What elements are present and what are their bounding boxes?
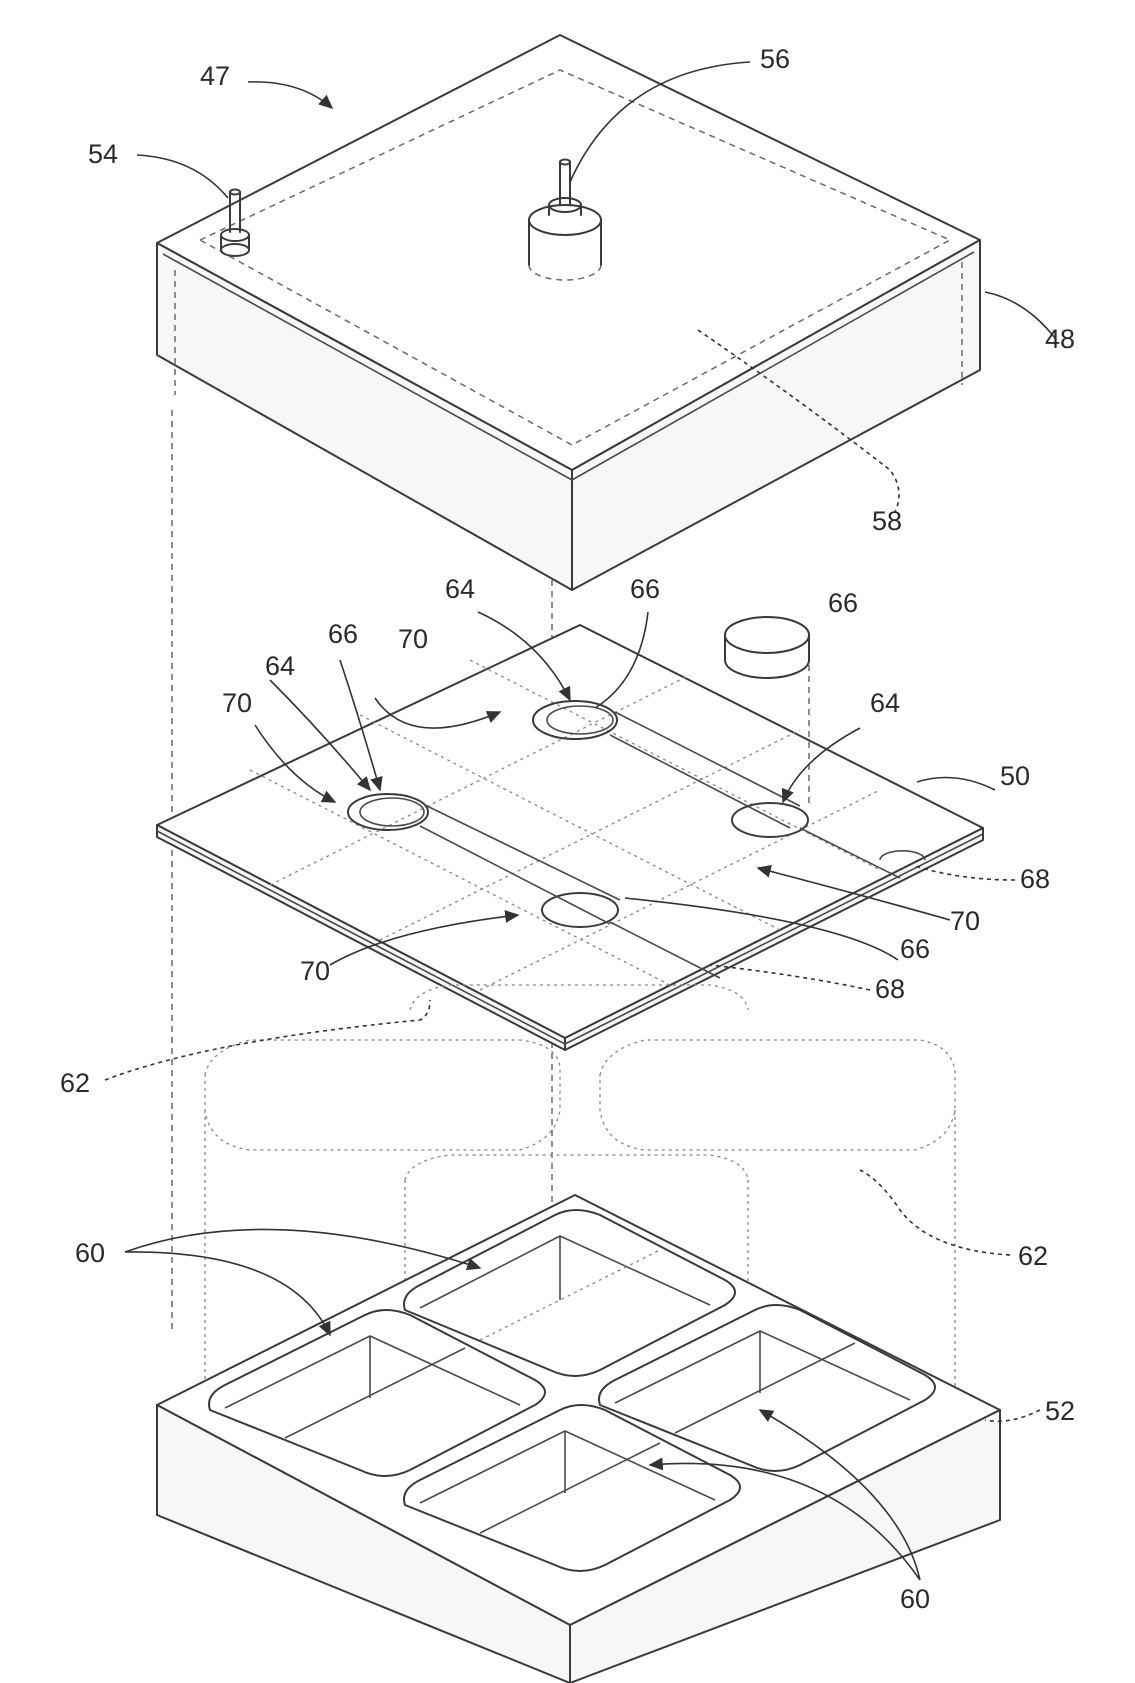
ref-54: 54 bbox=[88, 139, 118, 169]
ref-50: 50 bbox=[1000, 761, 1030, 791]
ref-47: 47 bbox=[200, 61, 230, 91]
ref-66-disc: 66 bbox=[828, 588, 858, 618]
ref-66-left: 66 bbox=[328, 619, 358, 649]
ref-70-left: 70 bbox=[222, 688, 252, 718]
ref-64-right: 64 bbox=[870, 688, 900, 718]
ref-64-left: 64 bbox=[265, 651, 295, 681]
ref-62-left: 62 bbox=[60, 1068, 90, 1098]
ref-66-top: 66 bbox=[630, 574, 660, 604]
ref-68-right: 68 bbox=[1020, 864, 1050, 894]
ref-62-right: 62 bbox=[1018, 1241, 1048, 1271]
ref-60-left: 60 bbox=[75, 1238, 105, 1268]
ref-64-top: 64 bbox=[445, 574, 475, 604]
ref-70-bottom: 70 bbox=[300, 956, 330, 986]
top-lid bbox=[157, 35, 980, 590]
ref-56: 56 bbox=[760, 44, 790, 74]
ref-58: 58 bbox=[872, 506, 902, 536]
ref-68-bottom: 68 bbox=[875, 974, 905, 1004]
ref-70-right: 70 bbox=[950, 906, 980, 936]
tray-52 bbox=[157, 1195, 1000, 1683]
plate-50 bbox=[157, 625, 983, 1050]
ref-66-bottom: 66 bbox=[900, 934, 930, 964]
ref-52: 52 bbox=[1045, 1396, 1075, 1426]
ref-70-upper: 70 bbox=[398, 624, 428, 654]
ref-48: 48 bbox=[1045, 324, 1075, 354]
ref-60-bottom: 60 bbox=[900, 1584, 930, 1614]
